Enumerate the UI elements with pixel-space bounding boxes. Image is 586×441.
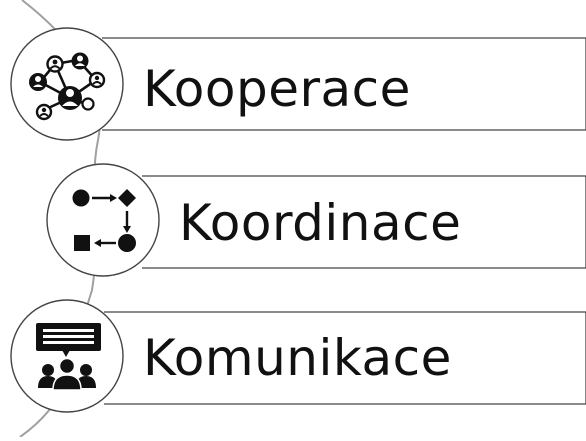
workflow-shapes-icon [72, 189, 136, 252]
row-koordinace [46, 163, 586, 277]
row-komunikace [10, 299, 586, 413]
workflow-square [74, 235, 90, 251]
workflow-diamond [118, 189, 136, 207]
people-network-icon [29, 52, 106, 121]
row-kooperace [10, 27, 586, 141]
row-2-circle [46, 163, 160, 277]
label-kooperace: Kooperace [143, 60, 411, 118]
row-2-banner [142, 175, 586, 269]
label-komunikace: Komunikace [143, 329, 452, 387]
workflow-circle-start [72, 189, 90, 207]
label-koordinace: Koordinace [179, 194, 462, 252]
workflow-circle-end [118, 234, 136, 252]
row-1-banner [102, 37, 586, 131]
row-3-circle [10, 299, 124, 413]
group-chat-icon [36, 323, 101, 391]
row-3-banner [104, 311, 586, 405]
row-1-circle [10, 27, 124, 141]
